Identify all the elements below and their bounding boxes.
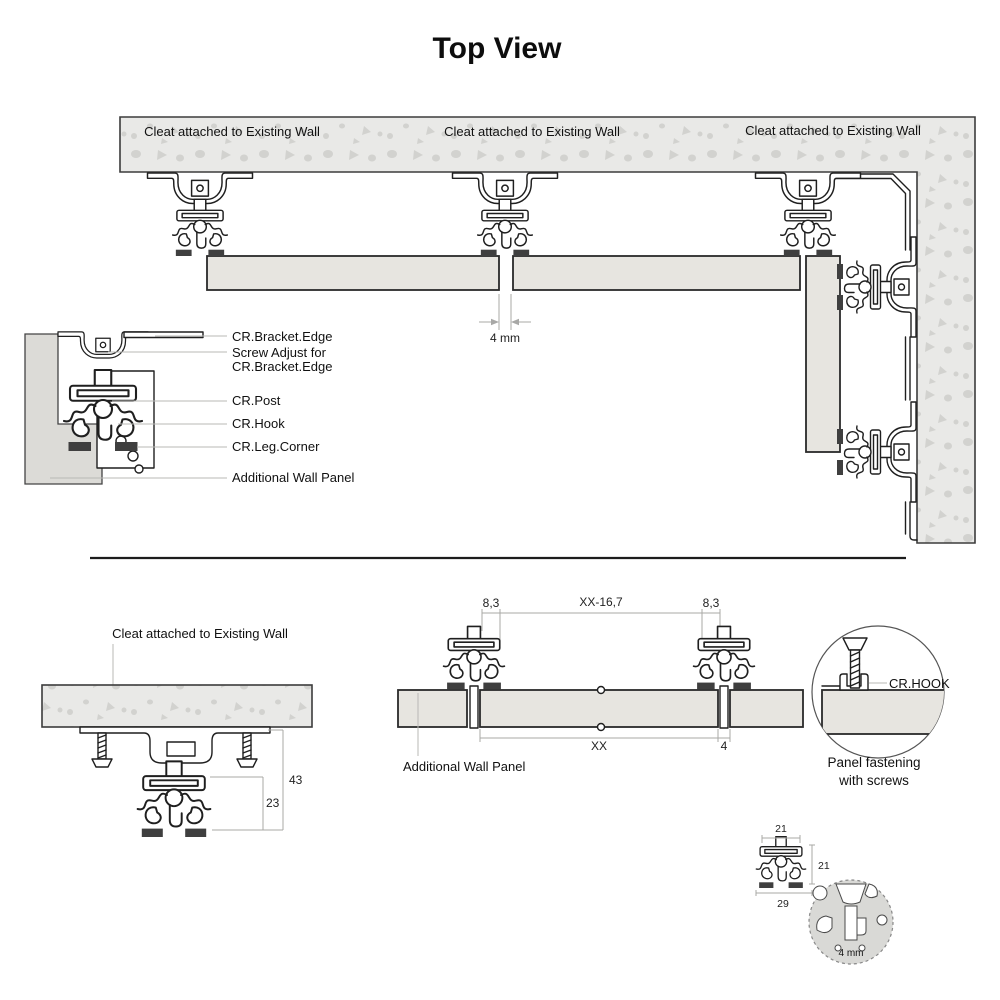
callout-screw-adjust-1: Screw Adjust for	[232, 345, 327, 360]
top-dimension-chain: 8,3 XX-16,7 8,3	[481, 595, 721, 640]
dim-xx167: XX-16,7	[579, 595, 623, 609]
cleat-section-label: Cleat attached to Existing Wall	[112, 626, 288, 641]
wall-screw-left	[91, 732, 113, 768]
wall-panel-1	[206, 255, 500, 291]
profile-part-dimensions: 21 21 29	[755, 823, 830, 910]
dim-83-right: 8,3	[703, 596, 720, 610]
detail-panel	[821, 689, 944, 735]
fastening-screw	[842, 637, 868, 689]
top-view-section: Cleat attached to Existing Wall Cleat at…	[24, 116, 976, 544]
cleat-label-2: Cleat attached to Existing Wall	[444, 124, 620, 139]
additional-panel-left	[397, 689, 468, 728]
bracket-assembly-1	[146, 172, 254, 257]
main-panel	[479, 689, 719, 728]
corner-edge-profile	[831, 173, 918, 541]
callout-hook: CR.Hook	[232, 416, 285, 431]
cleat-screw-box	[166, 741, 196, 757]
dim-23-label: 23	[266, 796, 280, 810]
existing-wall-section	[41, 684, 313, 728]
height-dimensions: 43 23	[210, 729, 303, 831]
joint-strip-left	[469, 685, 479, 729]
profile-part	[755, 836, 807, 889]
panel-break-mark-top	[596, 685, 606, 695]
detail-hook-channel	[839, 673, 869, 691]
callout-post: CR.Post	[232, 393, 281, 408]
joint-strip-right	[719, 685, 729, 729]
callout-leg-corner: CR.Leg.Corner	[232, 439, 320, 454]
dim-21-right: 21	[818, 860, 830, 872]
callout-leaders	[50, 335, 227, 479]
bracket-edge-arm	[123, 331, 204, 339]
cleat-label-1: Cleat attached to Existing Wall	[144, 124, 320, 139]
profile-part-detail: 21 21 29 4 mm	[755, 823, 894, 965]
dim-4: 4	[721, 739, 728, 753]
additional-wall-panel-label: Additional Wall Panel	[403, 759, 525, 774]
dim-4mm-profile: 4 mm	[839, 948, 864, 959]
dim-21-top: 21	[775, 823, 787, 835]
dim-29-bottom: 29	[777, 898, 789, 910]
callout-additional-wall-panel: Additional Wall Panel	[232, 470, 354, 485]
section-bracket-body	[136, 760, 212, 838]
magnified-profile-circle: 4 mm	[808, 879, 894, 965]
panel-joint-section: 8,3 XX-16,7 8,3 XX 4 Additional Wall Pan…	[397, 595, 804, 774]
callout-screw-adjust-2: CR.Bracket.Edge	[232, 359, 332, 374]
corner-callout-detail: CR.Bracket.Edge Screw Adjust for CR.Brac…	[24, 329, 354, 485]
panel-break-mark-bottom	[596, 722, 606, 732]
page-title: Top View	[433, 32, 563, 65]
cr-hook-label: CR.HOOK	[889, 676, 950, 691]
corner-bracket-assembly-1	[836, 236, 917, 338]
fastening-detail-circle: CR.HOOK Panel fastening with screws	[811, 625, 950, 788]
corner-bracket-assembly-2	[836, 401, 917, 503]
gap-dimension-4mm: 4 mm	[479, 294, 531, 345]
cleat-section-detail: Cleat attached to Existing Wall 43 23	[41, 626, 313, 838]
bracket-assembly-2	[451, 172, 559, 257]
dim-83-left: 8,3	[483, 596, 500, 610]
joint-profile-left	[442, 625, 506, 691]
dim-xx: XX	[591, 739, 607, 753]
wall-screw-right	[236, 732, 258, 768]
bottom-dimension-chain: XX 4	[479, 729, 731, 753]
wall-panel-corner	[805, 255, 841, 453]
cleat-label-3: Cleat attached to Existing Wall	[745, 123, 921, 138]
fastening-caption-2: with screws	[838, 773, 909, 788]
joint-profile-right	[692, 625, 756, 691]
bracket-assembly-3	[754, 172, 862, 257]
dim-43-label: 43	[289, 773, 303, 787]
fastening-caption-1: Panel fastening	[827, 755, 920, 770]
existing-wall	[119, 116, 976, 544]
panel-right	[729, 689, 804, 728]
wall-panel-2	[512, 255, 801, 291]
callout-bracket-edge: CR.Bracket.Edge	[232, 329, 332, 344]
gap-dimension-label: 4 mm	[490, 331, 520, 345]
